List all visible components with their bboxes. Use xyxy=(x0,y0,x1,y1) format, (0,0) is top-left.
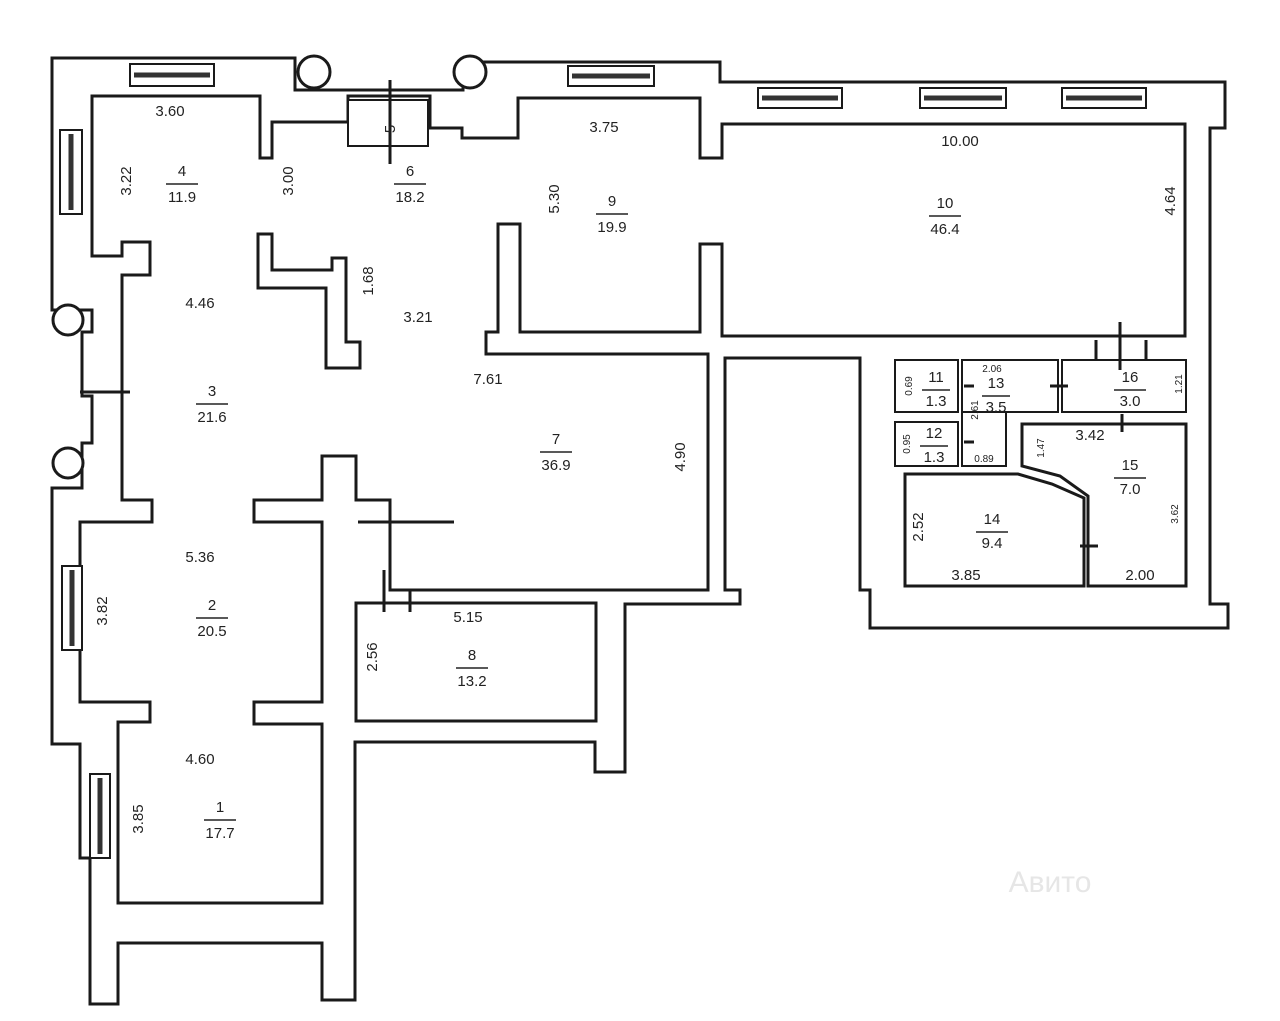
room-6-area: 18.2 xyxy=(395,189,424,206)
dim-label: 4.46 xyxy=(185,295,214,312)
room-5-number: 5 xyxy=(382,125,399,133)
dim-label: 0.95 xyxy=(902,434,913,454)
dim-label: 0.89 xyxy=(974,454,994,465)
columns xyxy=(51,54,488,480)
dim-label: 2.61 xyxy=(970,400,981,420)
room-6-number: 6 xyxy=(406,163,414,180)
column-3 xyxy=(51,303,85,337)
room-2-number: 2 xyxy=(208,597,216,614)
dim-label: 3.60 xyxy=(155,103,184,120)
partition-stub-3 xyxy=(256,232,362,370)
dim-label: 2.06 xyxy=(982,364,1002,375)
dim-label: 7.61 xyxy=(473,371,502,388)
room-16-number: 16 xyxy=(1122,369,1139,386)
room-10-number: 10 xyxy=(937,195,954,212)
room-11-walls xyxy=(894,359,959,413)
room-12-number: 12 xyxy=(926,425,943,442)
inner-wall-contour xyxy=(78,94,1187,905)
room-4-number: 4 xyxy=(178,163,186,180)
dim-label: 3.85 xyxy=(130,804,147,833)
dim-label: 3.62 xyxy=(1170,504,1181,524)
room-14-number: 14 xyxy=(984,511,1001,528)
room-4-area: 11.9 xyxy=(168,189,196,206)
dimension-labels: 3.60 3.22 3.00 3.75 10.00 5.30 4.64 4.46… xyxy=(94,103,1185,834)
column-1 xyxy=(296,54,332,90)
room-2-area: 20.5 xyxy=(197,623,226,640)
room-13-number: 13 xyxy=(988,375,1005,392)
room-13-lower-walls xyxy=(961,412,1007,467)
room-16-area: 3.0 xyxy=(1120,393,1141,410)
dim-label: 1.21 xyxy=(1174,374,1185,394)
dim-label: 2.56 xyxy=(364,642,381,671)
room-3-area: 21.6 xyxy=(197,409,226,426)
window-room-5 xyxy=(347,99,429,147)
windows xyxy=(59,63,1147,859)
dim-label: 3.21 xyxy=(403,309,432,326)
outer-wall-left xyxy=(50,56,1230,1006)
dim-label: 5.36 xyxy=(185,549,214,566)
dim-label: 4.60 xyxy=(185,751,214,768)
room-15-number: 15 xyxy=(1122,457,1139,474)
room-3-number: 3 xyxy=(208,383,216,400)
room-14-area: 9.4 xyxy=(982,535,1003,552)
room-14-walls xyxy=(903,472,1086,588)
room-8-area: 13.2 xyxy=(457,673,486,690)
watermark: Авито xyxy=(1009,866,1092,899)
dim-label: 3.75 xyxy=(589,119,618,136)
room-12-walls xyxy=(894,421,959,467)
dim-label: 1.68 xyxy=(360,266,377,295)
room-8-walls xyxy=(354,601,598,723)
dim-label: 3.82 xyxy=(94,596,111,625)
column-4 xyxy=(51,446,85,480)
dim-label: 10.00 xyxy=(941,133,979,150)
dim-label: 3.22 xyxy=(118,166,135,195)
column-2 xyxy=(452,54,488,90)
room-12-area: 1.3 xyxy=(924,449,945,466)
outer-walls xyxy=(50,56,1230,1006)
dim-label: 3.85 xyxy=(951,567,980,584)
room-8-number: 8 xyxy=(468,647,476,664)
room-7-area: 36.9 xyxy=(541,457,570,474)
room-11-number: 11 xyxy=(928,369,944,386)
dim-label: 2.00 xyxy=(1125,567,1154,584)
service-block xyxy=(894,359,1188,588)
dim-label: 1.47 xyxy=(1036,438,1047,458)
doors xyxy=(80,322,1148,612)
room-15-walls xyxy=(1020,422,1188,588)
dim-label: 3.00 xyxy=(280,166,297,195)
room-13-area: 3.5 xyxy=(986,399,1007,416)
room-15-area: 7.0 xyxy=(1120,481,1141,498)
room-9-number: 9 xyxy=(608,193,616,210)
dim-label: 4.64 xyxy=(1162,186,1179,215)
dim-label: 4.90 xyxy=(672,442,689,471)
room-labels: 4 11.9 5 6 18.2 9 19.9 10 46.4 3 21.6 7 … xyxy=(166,125,1146,842)
dim-label: 2.52 xyxy=(910,512,927,541)
room-11-area: 1.3 xyxy=(926,393,947,410)
room-1-number: 1 xyxy=(216,799,224,816)
room-9-area: 19.9 xyxy=(597,219,626,236)
room-10-area: 46.4 xyxy=(930,221,959,238)
room-7-number: 7 xyxy=(552,431,560,448)
room-1-area: 17.7 xyxy=(205,825,234,842)
dim-label: 3.42 xyxy=(1075,427,1104,444)
dim-label: 5.15 xyxy=(453,609,482,626)
dim-label: 5.30 xyxy=(546,184,563,213)
dim-label: 0.69 xyxy=(904,376,915,396)
